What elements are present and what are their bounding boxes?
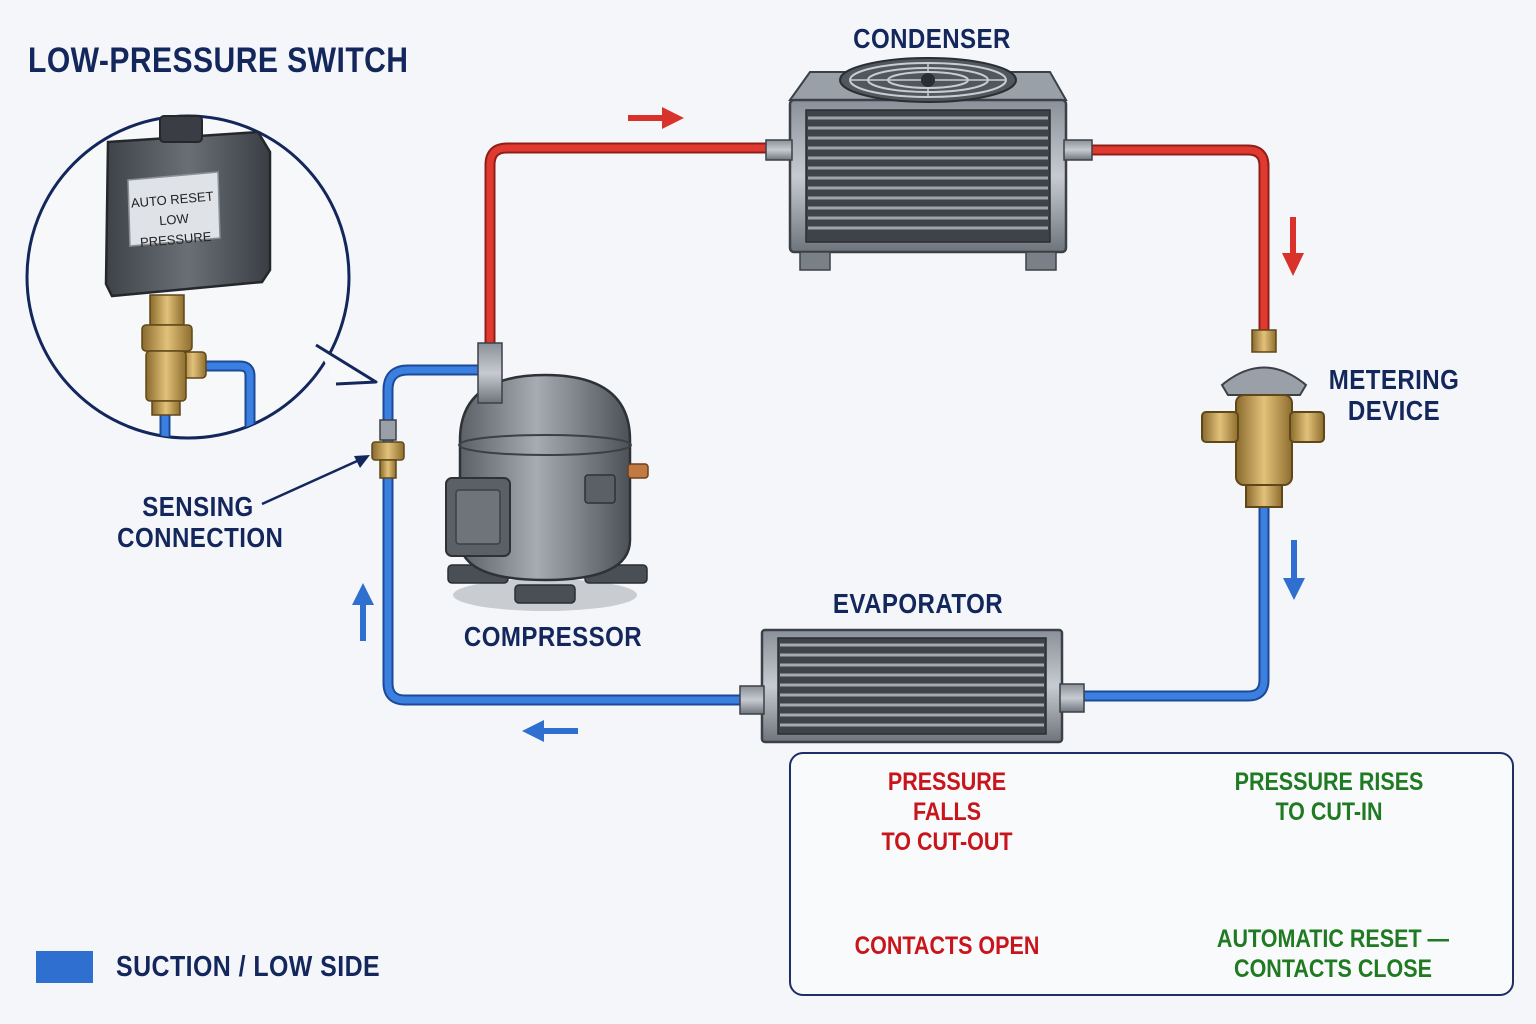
low-side-piping — [382, 364, 1270, 706]
condenser-unit — [765, 57, 1093, 271]
high-side-piping — [484, 142, 1270, 351]
sensing-label-line1: SENSING — [142, 491, 254, 522]
switch-housing — [104, 115, 272, 298]
legend-swatch — [36, 951, 93, 983]
arrow-down-icon — [1282, 217, 1304, 276]
legend-label: SUCTION / LOW SIDE — [116, 951, 381, 983]
callout-title: LOW-PRESSURE SWITCH — [28, 41, 409, 80]
cut-in-title-line1: PRESSURE RISES — [1234, 768, 1424, 796]
switch-nameplate-line2: LOW PRESSURE — [139, 210, 212, 251]
arrow-left-icon — [522, 720, 578, 742]
cut-out-title: PRESSURE FALLS TO CUT-OUT — [852, 767, 1043, 857]
fan-icon — [839, 57, 1017, 103]
compressor-unit — [445, 342, 649, 611]
contacts-close-caption-line1: AUTOMATIC RESET — — [1216, 925, 1450, 953]
arrow-down-icon — [1283, 540, 1305, 600]
sensing-label-line2: CONNECTION — [117, 522, 284, 553]
condenser-label: CONDENSER — [853, 23, 1011, 54]
contacts-close-caption-line2: CONTACTS CLOSE — [1234, 955, 1432, 983]
metering-label-line1: METERING — [1328, 364, 1460, 395]
arrow-up-icon — [352, 583, 374, 641]
metering-device — [1201, 329, 1325, 508]
switch-nameplate: AUTO RESET LOW PRESSURE — [128, 186, 221, 253]
switch-callout — [25, 114, 378, 440]
evaporator-unit — [739, 628, 1085, 744]
status-panel — [789, 752, 1514, 996]
arrow-right-icon — [628, 107, 684, 129]
contacts-close-caption: AUTOMATIC RESET — CONTACTS CLOSE — [1215, 924, 1451, 984]
cut-in-title: PRESSURE RISES TO CUT-IN — [1228, 767, 1429, 827]
cut-out-title-line2: TO CUT-OUT — [881, 828, 1013, 856]
cut-in-title-line2: TO CUT-IN — [1275, 798, 1383, 826]
cut-out-title-line1: PRESSURE FALLS — [887, 768, 1007, 826]
contacts-open-caption: CONTACTS OPEN — [854, 932, 1040, 960]
compressor-label: COMPRESSOR — [463, 621, 643, 652]
sensing-label: SENSING CONNECTION — [117, 491, 284, 553]
metering-label-line2: DEVICE — [1347, 395, 1441, 426]
sensing-pointer-arrow — [261, 455, 370, 506]
evaporator-label: EVAPORATOR — [832, 588, 1004, 619]
gauge-connection-icon — [371, 419, 405, 479]
metering-label: METERING DEVICE — [1322, 364, 1466, 426]
